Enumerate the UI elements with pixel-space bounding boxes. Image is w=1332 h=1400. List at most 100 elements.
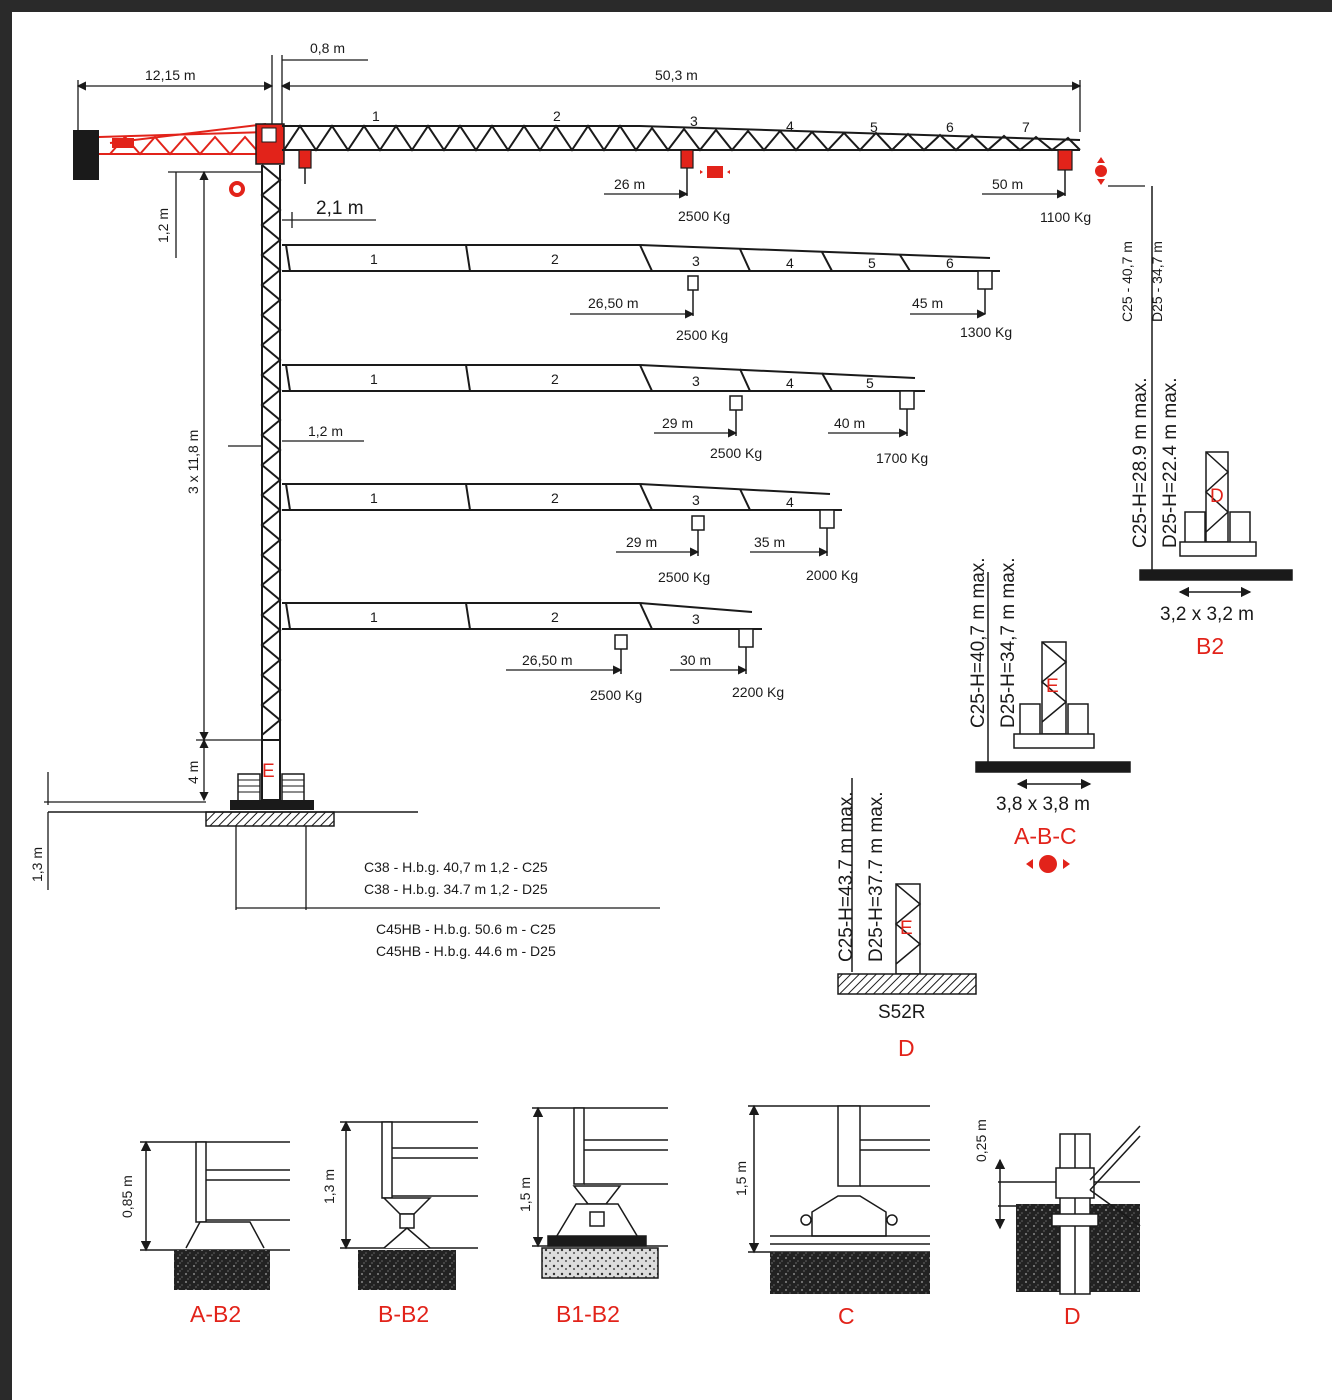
jib-3-load1: 2500 Kg	[710, 445, 762, 461]
jib-2-seg: 5	[868, 255, 876, 271]
detail-d	[994, 1125, 1141, 1295]
jib-2-seg: 3	[692, 253, 700, 269]
chassis-s52r-h2: D25-H=37.7 m max.	[866, 791, 887, 962]
detail-b1-b2-label: B1-B2	[556, 1301, 620, 1327]
drawing-sheet	[12, 12, 1332, 1400]
jib-1-seg: 3	[690, 113, 698, 129]
chassis-b2-label: B2	[1196, 633, 1224, 659]
counter-jib	[73, 123, 285, 197]
mast	[260, 164, 282, 740]
mast-height-dim: 3 x 11,8 m	[185, 430, 201, 494]
jib-5-load1: 2500 Kg	[590, 687, 642, 703]
tower-offset-dim: 2,1 m	[316, 198, 364, 219]
jib-1-seg: 7	[1022, 119, 1030, 135]
note-2: C38 - H.b.g. 34.7 m 1,2 - D25	[364, 881, 548, 897]
jib-3-seg: 3	[692, 373, 700, 389]
jib-length-dim: 50,3 m	[655, 67, 698, 83]
detail-b-b2-label: B-B2	[378, 1301, 429, 1327]
chassis-b2-size: 3,2 x 3,2 m	[1160, 604, 1254, 625]
jib-5-radius2: 30 m	[680, 652, 711, 668]
jib-3-seg: 1	[370, 371, 378, 387]
detail-a-b2-dim: 0,85 m	[119, 1175, 135, 1218]
jib-2-hooks	[687, 270, 993, 316]
jib-3	[282, 364, 925, 392]
detail-d-label: D	[1064, 1303, 1081, 1329]
jib-5-load2: 2200 Kg	[732, 684, 784, 700]
jib-5-hooks	[614, 628, 754, 674]
jib-2	[282, 244, 1000, 272]
jib-4-load2: 2000 Kg	[806, 567, 858, 583]
jib-4-load1: 2500 Kg	[658, 569, 710, 585]
jib-1	[282, 124, 1081, 152]
base-height-dim: 4 m	[185, 761, 201, 784]
mast-base	[205, 739, 335, 827]
jib-5-seg: 2	[551, 609, 559, 625]
jib-4-radius2: 35 m	[754, 534, 785, 550]
jib-4	[282, 483, 842, 511]
jib-3-seg: 5	[866, 375, 874, 391]
detail-d-dim: 0,25 m	[973, 1119, 989, 1162]
detail-b-b2-dim: 1,3 m	[321, 1169, 337, 1204]
tower-offset2-dim: 1,2 m	[308, 423, 343, 439]
jib-2-seg: 6	[946, 255, 954, 271]
jib-5	[282, 602, 762, 630]
detail-a-b2	[140, 1140, 290, 1290]
jib-5-seg: 3	[692, 611, 700, 627]
chassis-abc-h1: C25-H=40,7 m max.	[968, 557, 989, 728]
detail-a-b2-label: A-B2	[190, 1301, 241, 1327]
jib-1-radius1: 26 m	[614, 176, 645, 192]
chassis-s52r-h1: C25-H=43.7 m max.	[836, 791, 857, 962]
detail-c	[748, 1104, 930, 1294]
jib-3-hooks	[729, 390, 915, 436]
left-dimensions	[44, 170, 660, 910]
chassis-s52r-letter: E	[900, 918, 913, 939]
note-1: C38 - H.b.g. 40,7 m 1,2 - C25	[364, 859, 548, 875]
jib-1-seg: 4	[786, 118, 794, 134]
detail-b1-b2-dim: 1,5 m	[517, 1177, 533, 1212]
chassis-s52r-label: D	[898, 1035, 915, 1061]
jib-2-radius1: 26,50 m	[588, 295, 639, 311]
chassis-b2-letter: D	[1210, 486, 1224, 507]
chassis-s52r-name: S52R	[878, 1002, 926, 1023]
jib-3-radius1: 29 m	[662, 415, 693, 431]
jib-1-seg: 2	[553, 108, 561, 124]
top-right-a: C25 - 40,7 m	[1119, 241, 1135, 322]
jib-4-hooks	[691, 509, 835, 556]
chassis-b2	[1139, 186, 1293, 598]
jib-2-seg: 2	[551, 251, 559, 267]
chassis-abc	[975, 572, 1131, 790]
chassis-b2-h1: C25-H=28.9 m max.	[1130, 377, 1151, 548]
jib-1-load2: 1100 Kg	[1040, 209, 1091, 225]
detail-b-b2	[340, 1120, 478, 1290]
detail-b1-b2	[532, 1106, 668, 1279]
jib-2-seg: 4	[786, 255, 794, 271]
jib-4-seg: 1	[370, 490, 378, 506]
travel-icon	[1026, 855, 1070, 873]
top-right-b: D25 - 34,7 m	[1149, 241, 1165, 322]
jib-2-load2: 1300 Kg	[960, 324, 1012, 340]
mast-letter: E	[262, 761, 275, 782]
foundation-dim: 1,3 m	[29, 847, 45, 882]
jib-3-seg: 4	[786, 375, 794, 391]
jib-3-load2: 1700 Kg	[876, 450, 928, 466]
jib-2-load1: 2500 Kg	[676, 327, 728, 343]
chassis-s52r	[837, 778, 977, 995]
chassis-abc-letter: E	[1046, 676, 1059, 697]
jib-5-radius1: 26,50 m	[522, 652, 573, 668]
jib-1-seg: 5	[870, 119, 878, 135]
jib-4-radius1: 29 m	[626, 534, 657, 550]
jib-1-load1: 2500 Kg	[678, 208, 730, 224]
jib-2-seg: 1	[370, 251, 378, 267]
jib-1-seg: 1	[372, 108, 380, 124]
jib-1-seg: 6	[946, 119, 954, 135]
jib-4-seg: 3	[692, 492, 700, 508]
counterjib-dim: 12,15 m	[145, 67, 196, 83]
jib-3-seg: 2	[551, 371, 559, 387]
cab-height-dim: 1,2 m	[155, 208, 171, 243]
jib-2-radius2: 45 m	[912, 295, 943, 311]
jib-4-seg: 2	[551, 490, 559, 506]
jib-5-seg: 1	[370, 609, 378, 625]
offset-dim: 0,8 m	[310, 40, 345, 56]
